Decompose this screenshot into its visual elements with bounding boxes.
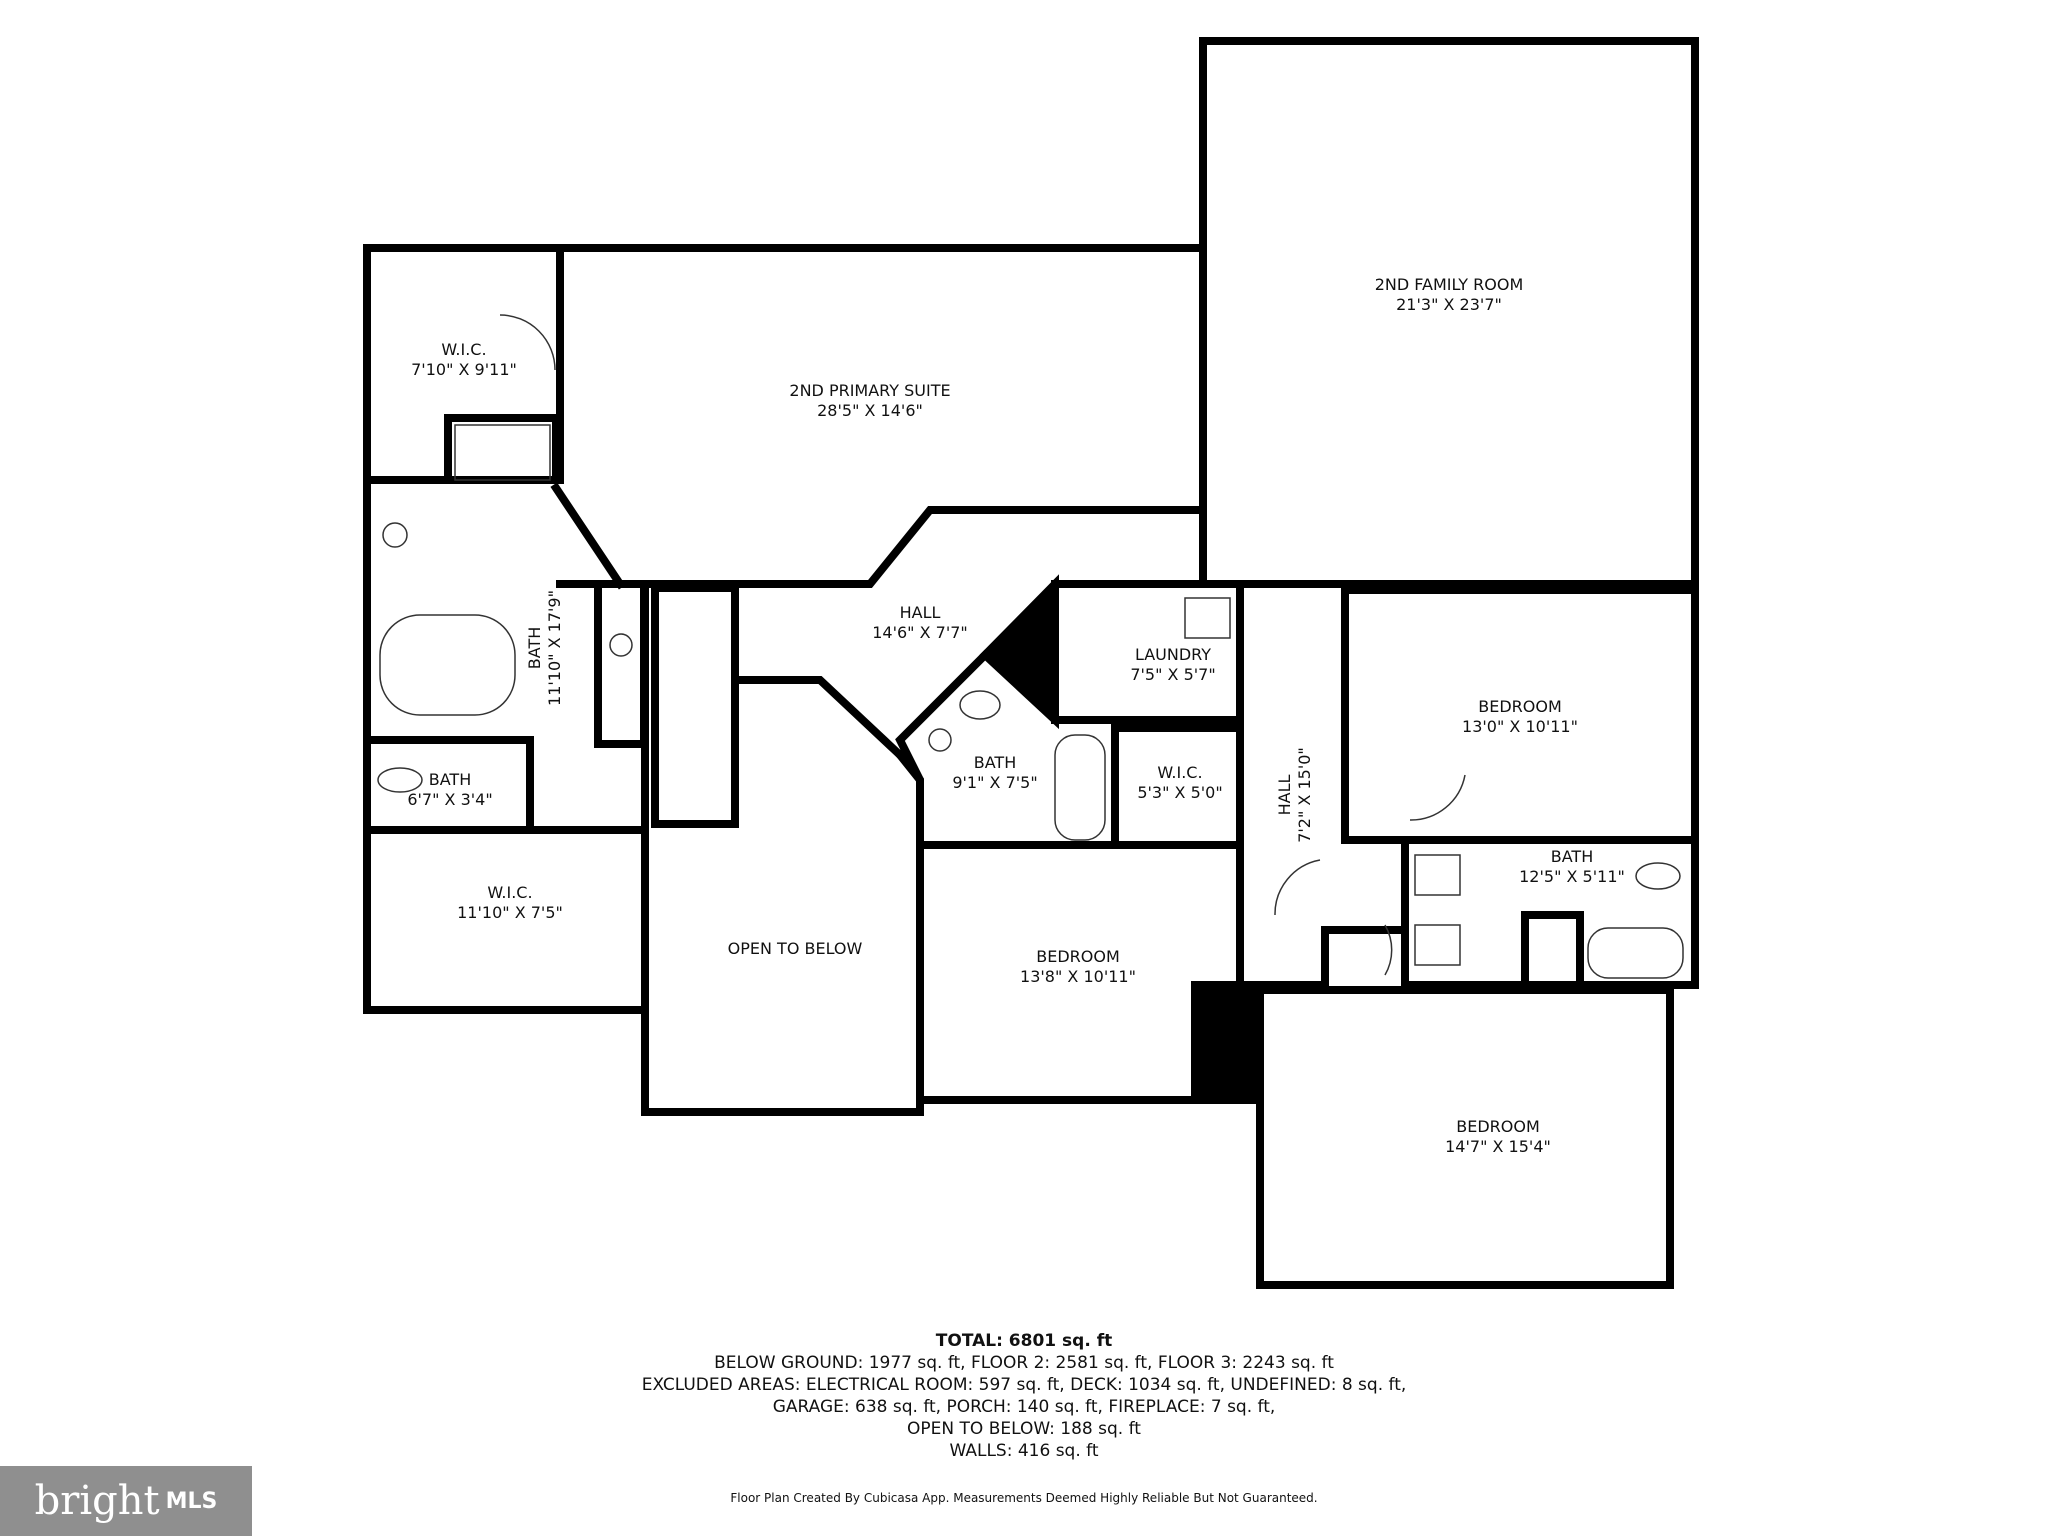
summary-line: BELOW GROUND: 1977 sq. ft, FLOOR 2: 2581… (714, 1353, 1334, 1373)
toilet (1635, 862, 1681, 890)
toilet (959, 690, 1001, 720)
wall-bath-divider (550, 482, 626, 590)
sink (382, 522, 408, 548)
wall-center-bath (895, 649, 1119, 849)
wall-hall2 (1236, 841, 1409, 989)
bright-mls-logo: bright MLS (0, 1466, 252, 1536)
sink (928, 728, 952, 752)
disclaimer: Floor Plan Created By Cubicasa App. Meas… (730, 1491, 1318, 1505)
area-summary: TOTAL: 6801 sq. ft BELOW GROUND: 1977 sq… (0, 1330, 2048, 1462)
wall-stairs (651, 584, 739, 828)
door-swing (1384, 924, 1393, 976)
room-label-wic3: W.I.C.5'3" X 5'0" (1137, 763, 1222, 802)
fixtures (377, 314, 1684, 979)
room-label-wic2: W.I.C.11'10" X 7'5" (457, 883, 563, 922)
walls (363, 37, 1699, 1289)
summary-line: GARAGE: 638 sq. ft, PORCH: 140 sq. ft, F… (772, 1397, 1276, 1417)
wall-wic1-inner (363, 414, 560, 484)
room-label-bath-primary: BATH11'10" X 17'9" (525, 590, 564, 706)
summary-line: OPEN TO BELOW: 188 sq. ft (907, 1419, 1141, 1439)
sink (1414, 924, 1461, 966)
summary-line: EXCLUDED AREAS: ELECTRICAL ROOM: 597 sq.… (641, 1375, 1407, 1395)
bathtub (1587, 927, 1684, 979)
door-swing (1409, 774, 1466, 821)
sink (609, 633, 633, 657)
wall-bedroom-bottom (1256, 986, 1674, 1289)
door-swing (499, 314, 556, 371)
wall-stair-rail (731, 676, 906, 761)
room-label-hall2: HALL7'2" X 15'0" (1275, 747, 1314, 843)
wall-bath-right-inner (1521, 911, 1584, 989)
sink (1414, 854, 1461, 896)
room-label-open: OPEN TO BELOW (728, 939, 863, 958)
shower (454, 424, 551, 481)
total-area: TOTAL: 6801 sq. ft (935, 1331, 1113, 1351)
wall-open-to-below (641, 580, 924, 1116)
summary-line: WALLS: 416 sq. ft (949, 1441, 1099, 1461)
wall-laundry (1051, 580, 1244, 724)
logo-wordmark: bright (34, 1478, 160, 1524)
door-swing (1274, 859, 1321, 916)
room-label-wic1: W.I.C.7'10" X 9'11" (411, 340, 517, 379)
toilet (377, 767, 423, 793)
sink (1184, 597, 1231, 639)
bathtub (379, 614, 516, 716)
logo-suffix: MLS (165, 1488, 218, 1514)
wall-laundry-wedge (979, 574, 1059, 730)
wall-primary-suite (556, 244, 1207, 588)
wall-closet-wedge (1191, 981, 1259, 1104)
bathtub (1054, 734, 1106, 841)
wall-vanity (594, 580, 648, 748)
